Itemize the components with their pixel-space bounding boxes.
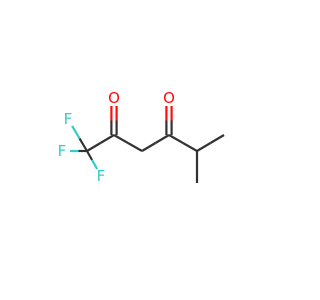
bond-c1-f1	[78, 137, 88, 152]
bond-c1-f3	[86, 150, 94, 161]
bond-c3-c4	[154, 134, 170, 144]
atom-label-f1: F	[64, 110, 73, 128]
atom-label-o1: O	[108, 89, 120, 107]
bond-c1-c2	[99, 134, 115, 144]
bond-c2-c3	[127, 142, 143, 152]
bond-c4-c5	[182, 142, 198, 152]
bond-c4-c5	[168, 134, 184, 144]
bond-c2-c3	[113, 134, 129, 144]
atom-label-f3: F	[97, 167, 106, 185]
bond-c1-c2	[86, 142, 102, 152]
bond-c5-c6	[196, 142, 212, 152]
bond-c1-f3	[91, 159, 99, 170]
atom-label-o2: O	[163, 89, 175, 107]
bond-c1-f1	[71, 125, 81, 140]
bonds-layer	[70, 106, 225, 183]
bond-c5-c6	[209, 134, 225, 144]
bond-c3-c4	[141, 142, 157, 152]
atom-label-f2: F	[58, 142, 67, 160]
